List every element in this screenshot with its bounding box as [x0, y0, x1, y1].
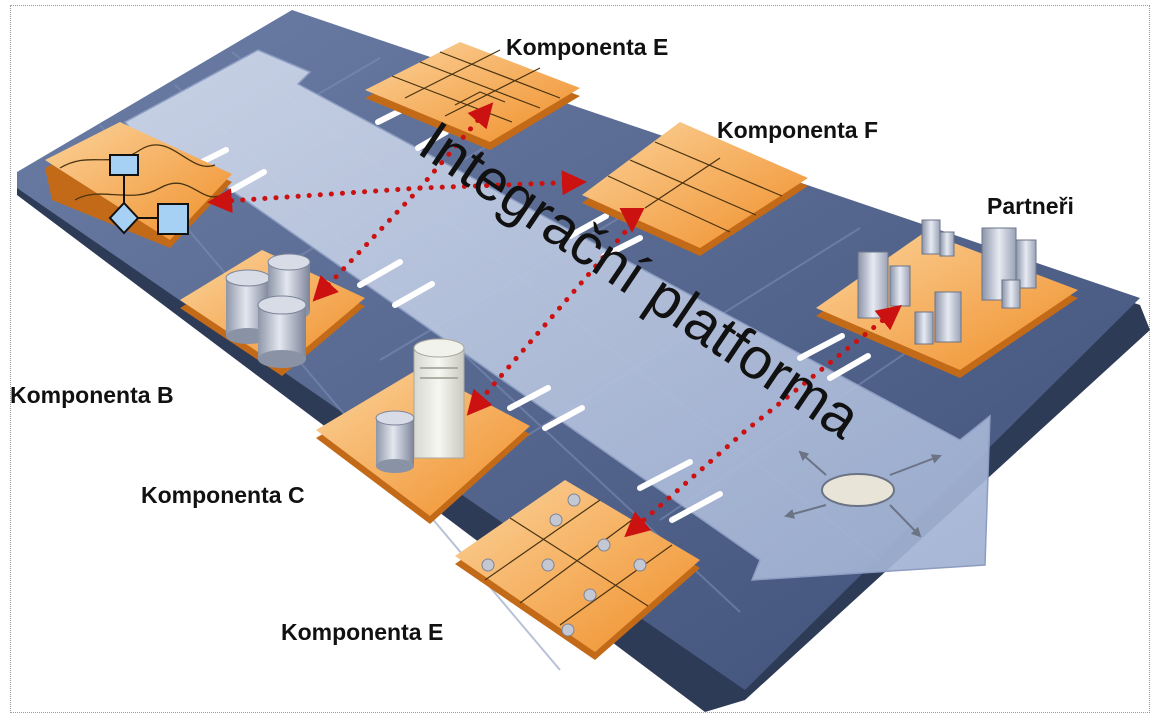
tile-partners — [816, 219, 1078, 378]
hub-icon — [784, 450, 942, 538]
label-partneri: Partneři — [987, 193, 1074, 219]
label-komponenta-e-bottom: Komponenta E — [281, 619, 444, 645]
server-icon — [413, 338, 465, 459]
diagram-frame — [10, 5, 1150, 713]
connectors — [207, 102, 902, 538]
database-icon — [257, 295, 307, 368]
label-komponenta-e-top: Komponenta E — [506, 34, 669, 60]
database-icon — [375, 410, 415, 473]
tile-workflow — [45, 122, 232, 248]
label-komponenta-c: Komponenta C — [141, 482, 305, 508]
label-komponenta-b: Komponenta B — [10, 382, 174, 408]
label-komponenta-f: Komponenta F — [717, 117, 878, 143]
tile-grid-bottom — [455, 480, 700, 660]
tile-grid-top — [365, 42, 580, 150]
